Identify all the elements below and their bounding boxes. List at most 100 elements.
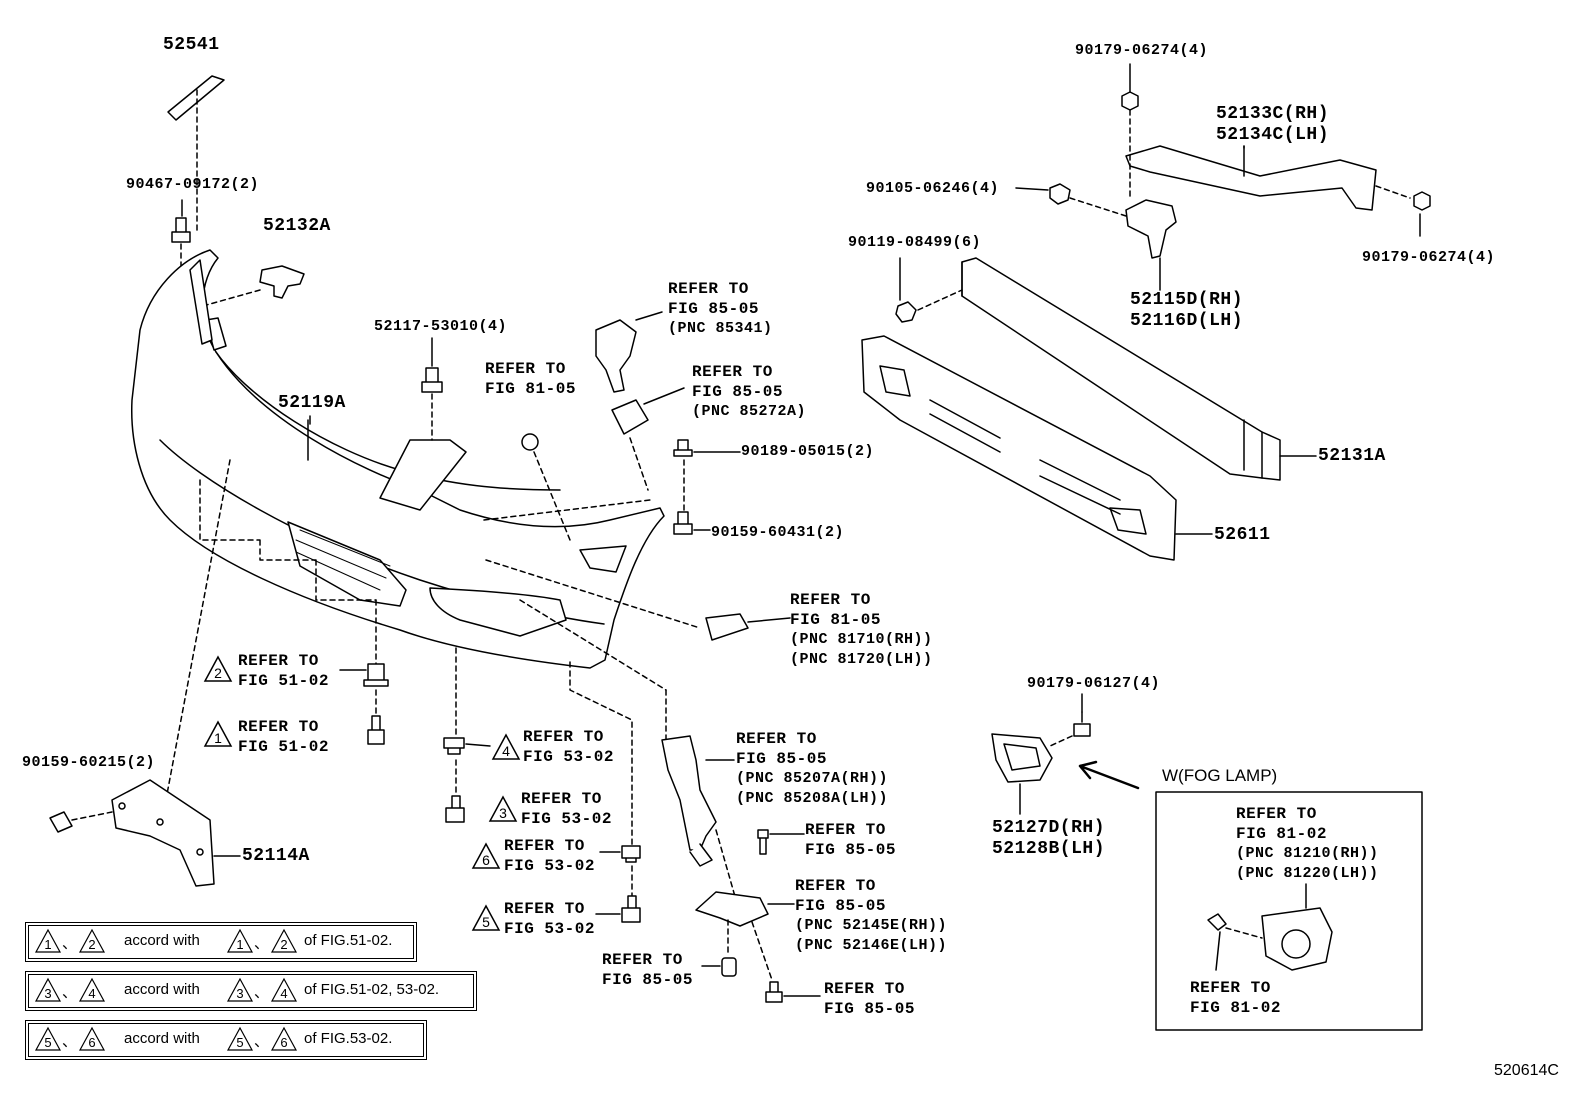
svg-text:3: 3 bbox=[44, 986, 51, 1001]
svg-text:2: 2 bbox=[214, 665, 222, 681]
svg-text:3: 3 bbox=[499, 805, 507, 821]
legend-of: of FIG.51-02, 53-02. bbox=[304, 981, 440, 998]
clip-51-02-2 bbox=[339, 663, 389, 687]
cap-81-05 bbox=[521, 433, 571, 541]
svg-text:4: 4 bbox=[280, 986, 287, 1001]
legend-accord: accord with bbox=[124, 1030, 200, 1047]
part-90159-60215: 90159-60215(2) bbox=[22, 754, 156, 771]
triangle-6-icon: 6 bbox=[471, 842, 501, 869]
svg-text:1: 1 bbox=[236, 937, 243, 952]
svg-text:4: 4 bbox=[88, 986, 95, 1001]
reinforcement-52131A bbox=[895, 257, 1317, 481]
screw-51-02-1 bbox=[367, 715, 385, 745]
legend-accord: accord with bbox=[124, 932, 200, 949]
svg-text:6: 6 bbox=[482, 852, 490, 868]
clip-53-02-6 bbox=[599, 845, 641, 863]
legend-sep: 、 bbox=[62, 1033, 78, 1050]
nut-90189 bbox=[673, 439, 741, 511]
legend-triangle-icon: 5 bbox=[34, 1026, 62, 1051]
bolt-85-05-c bbox=[765, 981, 821, 1003]
legend-sep: 、 bbox=[62, 935, 78, 952]
legend-triangle-icon: 3 bbox=[226, 977, 254, 1002]
legend-triangle-icon: 1 bbox=[34, 928, 62, 953]
legend-triangle-icon: 6 bbox=[270, 1026, 298, 1051]
part-52114A: 52114A bbox=[242, 846, 310, 866]
molding-52541 bbox=[167, 75, 225, 231]
triangle-4-icon: 4 bbox=[491, 733, 521, 760]
switch-85272A bbox=[611, 387, 685, 491]
svg-text:2: 2 bbox=[280, 937, 287, 952]
screw-53-02-3 bbox=[445, 795, 465, 823]
bolt-85-05-a bbox=[757, 829, 805, 855]
part-90179-top: 90179-06274(4) bbox=[1075, 42, 1209, 59]
svg-text:5: 5 bbox=[236, 1035, 243, 1050]
figure-id: 520614C bbox=[1494, 1062, 1559, 1079]
legend-sep: 、 bbox=[254, 1033, 270, 1050]
part-90179-06127: 90179-06127(4) bbox=[1027, 675, 1161, 692]
triangle-3-icon: 3 bbox=[488, 795, 518, 822]
part-90467: 90467-09172(2) bbox=[126, 176, 260, 193]
legend-triangle-icon: 4 bbox=[78, 977, 106, 1002]
svg-text:2: 2 bbox=[88, 937, 95, 952]
part-52131A: 52131A bbox=[1318, 446, 1386, 466]
bracket-52133C bbox=[1121, 91, 1431, 211]
bracket-52115D bbox=[1015, 183, 1177, 291]
bracket-52114A bbox=[49, 779, 241, 887]
part-52117: 52117-53010(4) bbox=[374, 318, 508, 335]
legend-of: of FIG.53-02. bbox=[304, 1030, 393, 1047]
fog-lamp-box bbox=[1155, 791, 1423, 1031]
legend-triangle-icon: 2 bbox=[270, 928, 298, 953]
legend-sep: 、 bbox=[254, 984, 270, 1001]
triangle-2-icon: 2 bbox=[203, 655, 233, 682]
legend-row-2: 3 、 4 accord with 3 、 4 of FIG.51-02, 53… bbox=[25, 971, 477, 1011]
legend-triangle-icon: 1 bbox=[226, 928, 254, 953]
leader-lines bbox=[181, 63, 1421, 713]
part-52115D: 52115D(RH) bbox=[1130, 290, 1244, 310]
svg-text:5: 5 bbox=[44, 1035, 51, 1050]
part-90105: 90105-06246(4) bbox=[866, 180, 1000, 197]
bracket-85207A bbox=[661, 735, 737, 901]
legend-triangle-icon: 5 bbox=[226, 1026, 254, 1051]
bracket-52145E bbox=[695, 891, 795, 981]
clip-90467 bbox=[171, 217, 191, 301]
legend-triangle-icon: 6 bbox=[78, 1026, 106, 1051]
svg-text:1: 1 bbox=[44, 937, 51, 952]
part-90189: 90189-05015(2) bbox=[741, 443, 875, 460]
svg-text:4: 4 bbox=[502, 743, 510, 759]
svg-text:3: 3 bbox=[236, 986, 243, 1001]
part-90179-right: 90179-06274(4) bbox=[1362, 249, 1496, 266]
legend-triangle-icon: 3 bbox=[34, 977, 62, 1002]
svg-text:5: 5 bbox=[482, 914, 490, 930]
legend-sep: 、 bbox=[62, 984, 78, 1001]
part-52132A: 52132A bbox=[263, 216, 331, 236]
legend-sep: 、 bbox=[254, 935, 270, 952]
legend-accord: accord with bbox=[124, 981, 200, 998]
washer-nozzle-85341 bbox=[595, 311, 663, 393]
legend-triangle-icon: 4 bbox=[270, 977, 298, 1002]
part-90119: 90119-08499(6) bbox=[848, 234, 982, 251]
absorber-52611 bbox=[861, 335, 1213, 561]
part-52133C: 52133C(RH) bbox=[1216, 104, 1330, 124]
part-52611: 52611 bbox=[1214, 525, 1271, 545]
bumper-cover-52119A bbox=[131, 249, 701, 896]
bolt-90159-60431 bbox=[673, 511, 711, 535]
legend-row-3: 5 、 6 accord with 5 、 6 of FIG.53-02. bbox=[25, 1020, 427, 1060]
svg-text:6: 6 bbox=[280, 1035, 287, 1050]
svg-text:6: 6 bbox=[88, 1035, 95, 1050]
